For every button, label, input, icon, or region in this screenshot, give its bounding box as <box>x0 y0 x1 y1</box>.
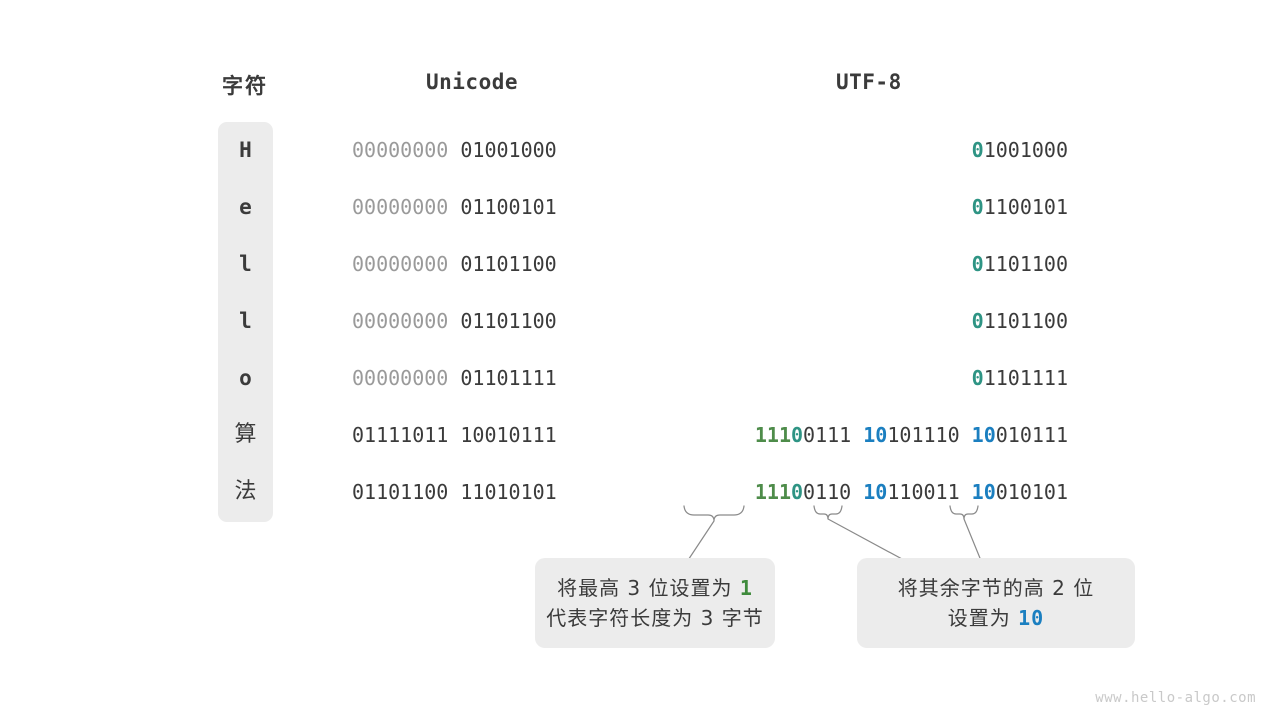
utf8-binary-cell: 01001000 <box>972 137 1068 163</box>
binary-segment: 0 <box>971 138 984 162</box>
binary-segment: 110011 <box>887 480 972 504</box>
binary-segment: 0 <box>971 252 984 276</box>
binary-segment: 0 <box>791 480 804 504</box>
binary-segment: 01100101 <box>460 195 557 219</box>
binary-segment: 0 <box>791 423 804 447</box>
utf8-binary-cell: 01101100 <box>972 308 1068 334</box>
character-cell: 算 <box>234 422 257 447</box>
callout-three-byte-marker: 将最高 3 位设置为 1 代表字符长度为 3 字节 <box>535 558 775 648</box>
unicode-binary-cell: 00000000 01001000 <box>352 137 557 163</box>
binary-segment: 10 <box>863 480 888 504</box>
unicode-binary-cell: 00000000 01100101 <box>352 194 557 220</box>
unicode-binary-cell: 00000000 01101100 <box>352 308 557 334</box>
character-cell: e <box>239 195 252 219</box>
binary-segment: 01101100 11010101 <box>352 480 557 504</box>
character-cell: H <box>239 138 252 162</box>
binary-segment: 0 <box>971 195 984 219</box>
character-cell: l <box>239 252 252 276</box>
callout-text-segment: 设置为 <box>947 606 1019 630</box>
callout-continuation-byte-marker: 将其余字节的高 2 位设置为 10 <box>857 558 1135 648</box>
callout-text-segment: 10 <box>1018 606 1045 630</box>
binary-segment: 00000000 <box>352 138 461 162</box>
binary-segment: 10 <box>971 480 996 504</box>
callout-line: 将其余字节的高 2 位 <box>898 573 1094 603</box>
site-watermark: www.hello-algo.com <box>1095 690 1256 706</box>
binary-segment: 10 <box>971 423 996 447</box>
column-header-utf8: UTF-8 <box>836 70 902 94</box>
binary-segment: 01001000 <box>460 138 557 162</box>
callout-text-segment: 1 <box>739 576 753 600</box>
column-header-unicode: Unicode <box>426 70 519 94</box>
character-cell: 法 <box>234 479 257 504</box>
binary-segment: 111 <box>754 423 791 447</box>
binary-segment: 010101 <box>995 480 1068 504</box>
binary-segment: 10 <box>863 423 888 447</box>
utf8-binary-cell: 11100111 10101110 10010111 <box>755 422 1068 448</box>
binary-segment: 01101100 <box>460 309 557 333</box>
character-cell: l <box>239 309 252 333</box>
utf8-binary-cell: 01101100 <box>972 251 1068 277</box>
unicode-binary-cell: 01101100 11010101 <box>352 479 557 505</box>
callout-line: 设置为 10 <box>948 603 1044 633</box>
binary-segment: 01111011 10010111 <box>352 423 557 447</box>
binary-segment: 101110 <box>887 423 972 447</box>
unicode-binary-cell: 00000000 01101111 <box>352 365 557 391</box>
binary-segment: 1101111 <box>983 366 1068 390</box>
binary-segment: 00000000 <box>352 252 461 276</box>
binary-segment: 1100101 <box>983 195 1068 219</box>
binary-segment: 01101100 <box>460 252 557 276</box>
callout-text-segment: 将其余字节的高 2 位 <box>897 576 1095 600</box>
binary-segment: 00000000 <box>352 366 461 390</box>
binary-segment: 1001000 <box>983 138 1068 162</box>
callout-text-segment: 将最高 3 位设置为 <box>557 576 740 600</box>
binary-segment: 00000000 <box>352 195 461 219</box>
binary-segment: 0 <box>971 309 984 333</box>
binary-segment: 010111 <box>995 423 1068 447</box>
binary-segment: 00000000 <box>352 309 461 333</box>
binary-segment: 111 <box>754 480 791 504</box>
binary-segment: 1101100 <box>983 252 1068 276</box>
utf8-binary-cell: 11100110 10110011 10010101 <box>755 479 1068 505</box>
character-cell: o <box>239 366 252 390</box>
callout-line: 代表字符长度为 3 字节 <box>546 603 763 633</box>
column-header-character: 字符 <box>222 74 268 98</box>
binary-segment: 0 <box>971 366 984 390</box>
utf8-binary-cell: 01101111 <box>972 365 1068 391</box>
binary-segment: 0110 <box>803 480 864 504</box>
binary-segment: 0111 <box>803 423 864 447</box>
utf8-binary-cell: 01100101 <box>972 194 1068 220</box>
unicode-binary-cell: 00000000 01101100 <box>352 251 557 277</box>
callout-text-segment: 代表字符长度为 3 字节 <box>546 606 764 630</box>
callout-line: 将最高 3 位设置为 1 <box>557 573 753 603</box>
unicode-binary-cell: 01111011 10010111 <box>352 422 557 448</box>
character-column-panel <box>218 122 273 522</box>
binary-segment: 1101100 <box>983 309 1068 333</box>
binary-segment: 01101111 <box>460 366 557 390</box>
